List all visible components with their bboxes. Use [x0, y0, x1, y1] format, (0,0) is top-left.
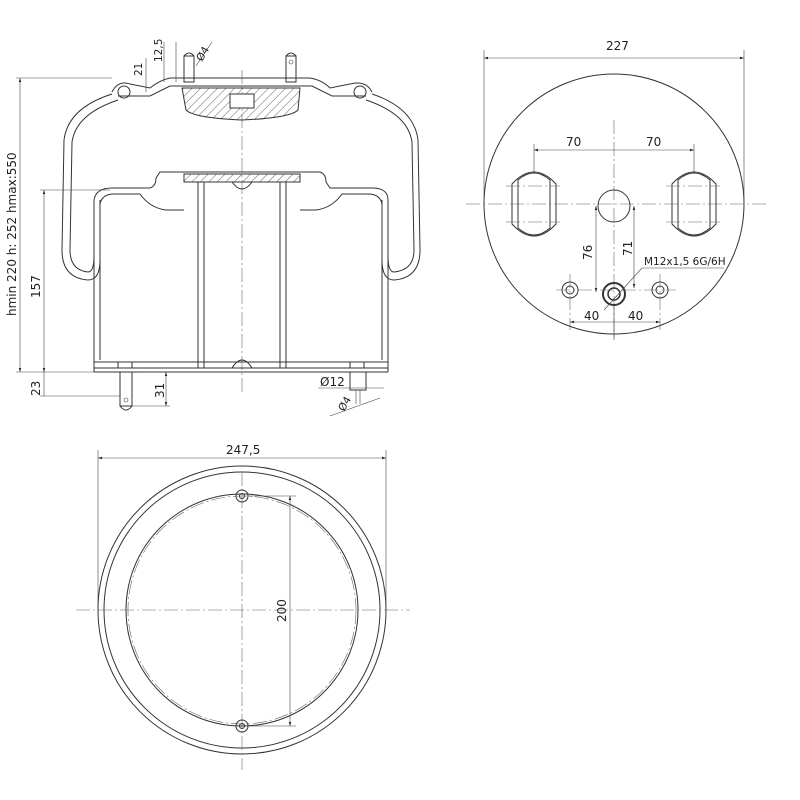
- dim-12-5: 12,5: [153, 39, 165, 62]
- dim-40-left: 40: [584, 309, 599, 323]
- dim-height: hmin 220 h: 252 hmax:550: [5, 152, 19, 316]
- dim-40-right: 40: [628, 309, 643, 323]
- bottom-view: 247,5 200: [76, 443, 410, 770]
- dim-157: 157: [29, 275, 43, 298]
- right-crimp: [353, 85, 367, 99]
- piston-outer: [93, 171, 389, 363]
- dim-21: 21: [133, 63, 145, 76]
- bellows-left: [61, 93, 113, 281]
- dim-247-5: 247,5: [226, 443, 260, 457]
- dim-31: 31: [153, 383, 167, 398]
- left-slot: [517, 172, 551, 236]
- dim-top-phi4: Ø4: [194, 44, 212, 63]
- top-stud-left: [183, 55, 195, 83]
- center-hole: [597, 189, 631, 223]
- dim-bottom-phi4: Ø4: [336, 394, 354, 413]
- threaded-port: [602, 282, 626, 306]
- dim-70-right: 70: [646, 135, 661, 149]
- left-crimp: [117, 85, 131, 99]
- top-plate: [111, 77, 373, 93]
- side-view: 12,5 21 Ø4 hmin 220 h: 252 hmax:550 157 …: [5, 39, 421, 417]
- dim-76: 76: [581, 245, 595, 260]
- bellows-right: [371, 93, 421, 281]
- top-stud-right: [285, 55, 297, 83]
- dim-227: 227: [606, 39, 629, 53]
- piston-cap: [183, 173, 301, 183]
- bottom-port: [349, 371, 367, 391]
- dim-200: 200: [275, 599, 289, 622]
- thread-spec: M12x1,5 6G/6H: [644, 256, 726, 268]
- top-plate-inner: [118, 85, 366, 97]
- right-slot: [677, 172, 711, 236]
- dim-23: 23: [29, 381, 43, 396]
- bottom-stud: [119, 371, 133, 407]
- dim-bottom-phi12: Ø12: [320, 375, 345, 389]
- insert-hole: [229, 93, 255, 109]
- top-view: 227 70 70 76 71 M12: [466, 39, 766, 340]
- dim-71: 71: [621, 241, 635, 256]
- dim-70-left: 70: [566, 135, 581, 149]
